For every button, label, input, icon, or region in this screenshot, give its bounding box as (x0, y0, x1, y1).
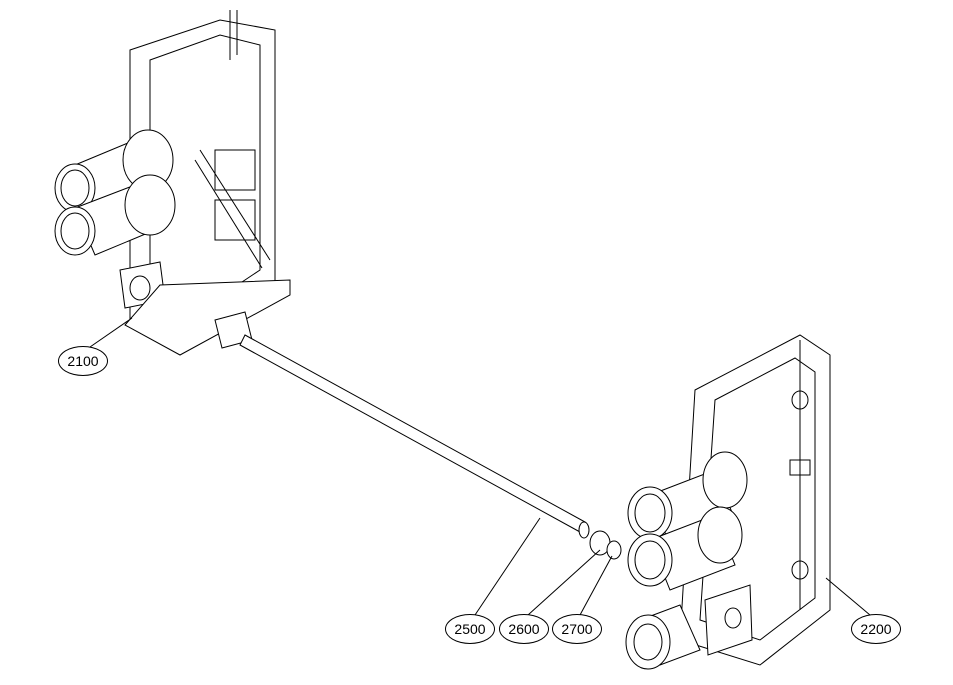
left-motor-lower (54, 174, 176, 256)
leader-lines (89, 317, 871, 616)
callout-2600: 2600 (499, 614, 549, 644)
callout-2500: 2500 (445, 614, 495, 644)
drive-shaft (214, 311, 622, 560)
callout-2200: 2200 (851, 614, 901, 644)
coupling-2700 (606, 540, 622, 560)
callout-2700: 2700 (552, 614, 602, 644)
right-motor-lower (627, 506, 743, 591)
right-gearbox-motor (625, 604, 701, 670)
left-roll-stand (119, 10, 291, 356)
callout-2100: 2100 (58, 346, 108, 376)
